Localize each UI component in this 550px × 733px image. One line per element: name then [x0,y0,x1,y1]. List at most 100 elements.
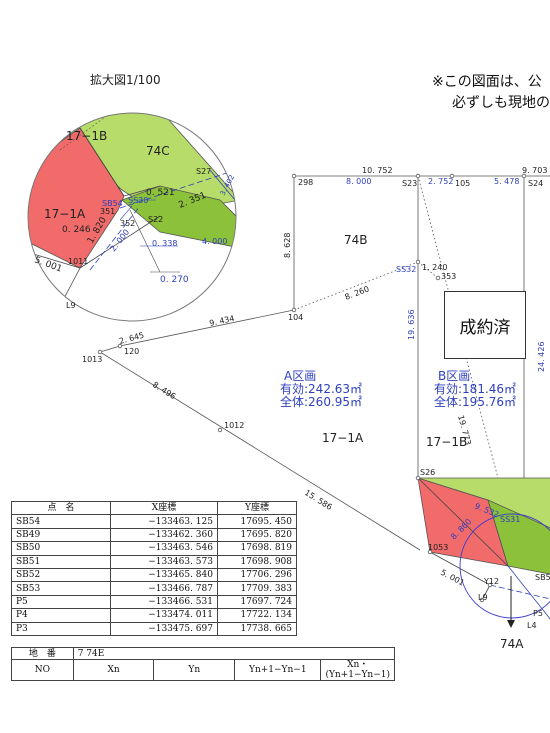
inset-title: 拡大図1/100 [90,73,161,87]
inset-point-s27: S27 [196,167,211,176]
sold-label-box: 成約済 [444,291,526,359]
area-b-title: B区画 [438,369,470,383]
lot-label: 地 番 [11,647,74,660]
col-x: X座標 [110,500,218,516]
parcel-label-17-1a: 17−1A [322,431,364,445]
col-y: Y座標 [217,500,297,516]
inset-dim-0246: 0. 246 [62,225,91,235]
parcel-darkgreen-lower [487,499,550,575]
boundary-lines [99,175,550,551]
point-s26: S26 [420,468,435,477]
x-coord-cell: −133475. 697 [110,621,218,636]
dim-8260: 8. 260 [343,284,370,302]
point-name-cell: SB51 [11,554,111,569]
notice-line-2: 必ずしも現地の [452,95,550,111]
y-coord-cell: 17697. 724 [217,594,297,610]
x-coord-cell: −133474. 011 [110,608,218,623]
area-b-total: 全体:195.76㎡ [434,394,516,409]
point-353: 353 [441,272,456,281]
point-120: 120 [124,347,139,356]
dim-1240: 1. 240 [422,263,447,272]
point-name-cell: SB53 [11,581,111,596]
point-name-cell: P5 [11,594,111,610]
inset-point-l9: L9 [66,301,76,310]
coordinate-table-header: 点 名 X座標 Y座標 [11,500,297,516]
point-p5: P5 [533,609,543,618]
y-coord-cell: 17709. 383 [217,581,297,596]
lot-table-header: NO Xn Yn Yn+1−Yn−1 Xn・(Yn+1−Yn−1) [11,659,395,681]
y-coord-cell: 17738. 665 [217,621,297,636]
inset-label-17-1b: 17−1B [66,129,107,143]
y-coord-cell: 17722. 134 [217,608,297,623]
dim-10752: 10. 752 [362,166,393,175]
point-name-cell: P3 [11,621,111,636]
x-coord-cell: −133462. 360 [110,527,218,543]
point-sb5: SB5 [535,573,550,582]
inset-point-sb54: SB54 [102,199,123,208]
y-coord-cell: 17706. 296 [217,567,297,583]
point-105: 105 [455,179,470,188]
lot-value: 7 74E [72,647,396,660]
point-ss32: SS32 [396,265,416,274]
col-point-name: 点 名 [11,500,111,516]
dim-2752: 2. 752 [428,177,453,186]
x-coord-cell: −133466. 787 [110,581,218,596]
x-coord-cell: −133466. 531 [110,594,218,610]
point-s24: S24 [528,179,543,188]
x-coord-cell: −133463. 546 [110,541,218,556]
lot-table: 地 番 7 74E NO Xn Yn Yn+1−Yn−1 Xn・(Yn+1−Yn… [11,647,396,681]
notice-text: ※この図面は、公 必ずしも現地の [432,72,550,114]
point-name-cell: SB49 [11,527,111,543]
dim-15586: 15. 586 [303,488,334,512]
parcel-label-74a: 74A [500,637,524,651]
point-s23: S23 [402,179,417,188]
lot-col-xn: Xn [72,659,155,681]
dim-9434: 9. 434 [209,314,236,328]
point-1012: 1012 [224,421,244,430]
y-coord-cell: 17698. 908 [217,554,297,569]
inset-label-74c: 74C [146,144,170,158]
inset-magnified-view: 拡大図1/100 17−1B 74C 17−1A S27 3. 402 0. 5… [27,73,237,322]
point-ss31: SS31 [500,515,520,524]
parcel-label-17-1b: 17−1B [426,435,467,449]
point-l9: L9 [478,593,488,602]
point-1053: 1053 [428,543,448,552]
survey-points [97,173,527,603]
dim-8628: 8. 628 [283,233,292,258]
magnify-circle-lower [459,513,550,619]
parcel-label-74b: 74B [344,233,368,247]
lot-col-product: Xn・(Yn+1−Yn−1) [320,659,395,681]
dim-24426: 24. 426 [537,341,546,372]
inset-dim-4000: 4. 000 [202,237,227,246]
point-name-cell: SB54 [11,514,111,529]
point-name-cell: SB50 [11,541,111,556]
inset-dim-0338: 0. 338 [152,239,177,248]
inset-label-17-1a: 17−1A [44,207,86,221]
notice-line-1: ※この図面は、公 [432,74,542,90]
point-298: 298 [298,178,313,187]
point-1013: 1013 [82,355,102,364]
x-coord-cell: −133463. 573 [110,554,218,569]
point-l4: L4 [527,621,537,630]
y-coord-cell: 17695. 820 [217,527,297,543]
sold-label: 成約済 [459,317,511,338]
inset-point-ss30: SS30 [128,196,148,205]
y-coord-cell: 17695. 450 [217,514,297,529]
lot-col-no: NO [11,659,74,681]
dim-8496: 8. 496 [151,380,177,401]
area-a-title: A区画 [284,369,316,383]
dim-8000: 8. 000 [346,177,371,186]
inset-dim-0270: 0. 270 [160,275,189,285]
y-coord-cell: 17698. 819 [217,541,297,556]
